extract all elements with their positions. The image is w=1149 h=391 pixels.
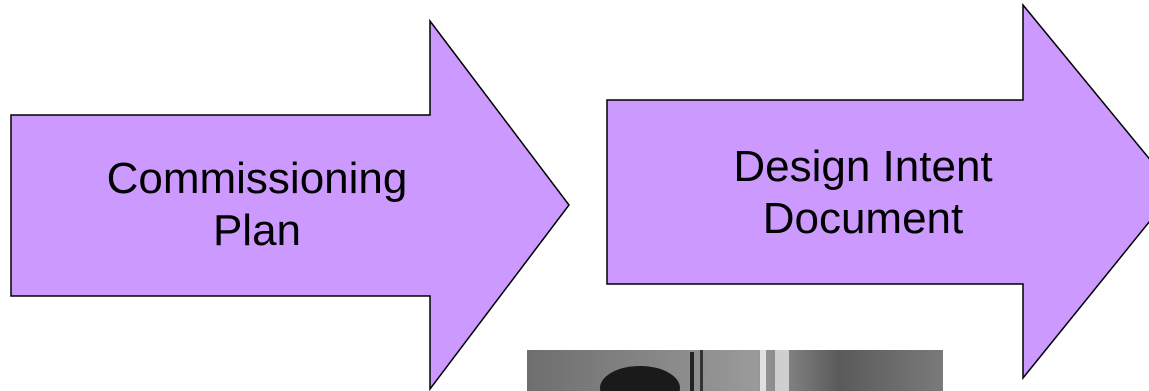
photo-image — [527, 350, 943, 391]
arrow-shape-design-intent-document — [606, 2, 1149, 381]
arrow-label-design-intent-document: Design Intent Document — [658, 141, 1068, 245]
arrow-shape-commissioning-plan — [10, 18, 570, 391]
arrow-label-line1: Commissioning — [106, 154, 408, 203]
arrow-label-line2: Document — [762, 194, 964, 243]
arrow-label-commissioning-plan: Commissioning Plan — [52, 153, 462, 257]
arrow-label-line1: Design Intent — [733, 142, 993, 191]
arrow-label-line2: Plan — [212, 206, 302, 255]
